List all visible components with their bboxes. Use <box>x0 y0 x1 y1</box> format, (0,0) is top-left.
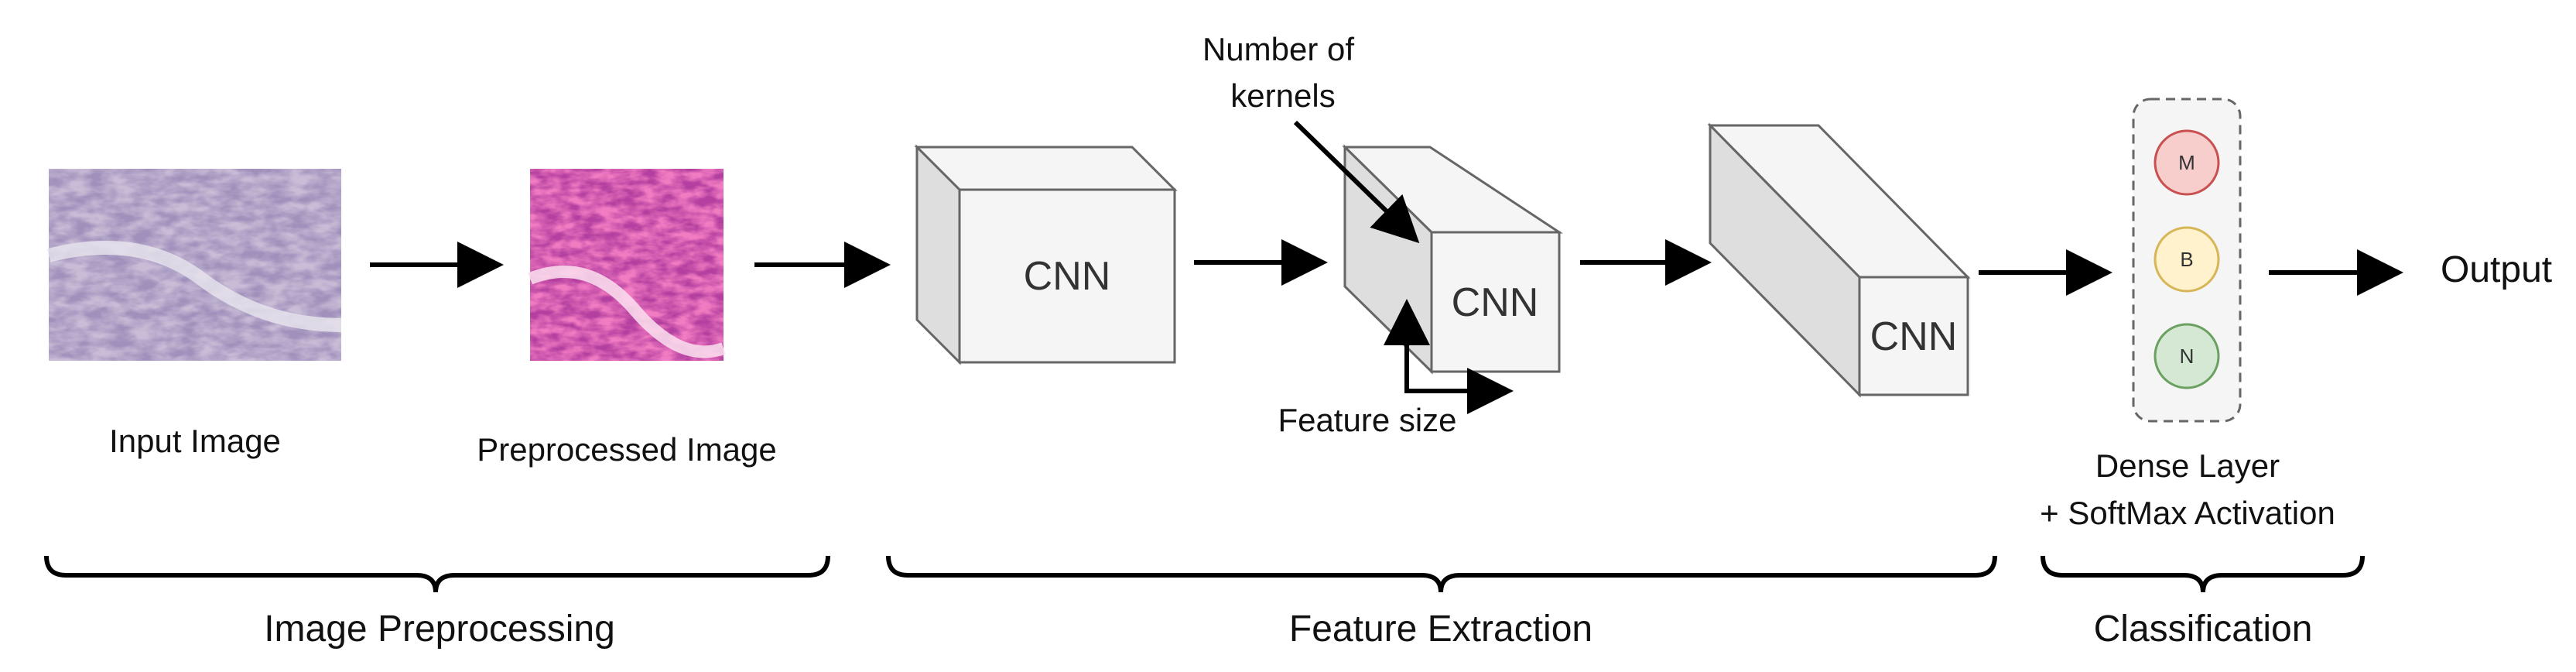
cnn-block-3-front <box>1858 276 1969 396</box>
dense-layer: M B N <box>2132 98 2242 423</box>
output-node-m <box>2154 129 2220 196</box>
kernels-label-line1: Number of <box>1202 31 1354 67</box>
preprocessed-image-label: Preprocessed Image <box>477 431 777 468</box>
input-image-label: Input Image <box>109 423 281 459</box>
cnn-block-1-label: CNN <box>1024 254 1111 299</box>
feature-size-label: Feature size <box>1278 402 1456 438</box>
cnn-block-2: CNN <box>1342 144 1564 375</box>
cnn-block-2-front <box>1430 231 1561 373</box>
output-node-b <box>2154 226 2220 293</box>
cnn-block-3: CNN <box>1707 122 1971 398</box>
preprocessed-image-band <box>528 266 726 358</box>
dense-layer-label-line1: Dense Layer <box>2095 447 2280 484</box>
output-node-label-n: N <box>2180 345 2195 368</box>
preprocessed-image <box>528 169 726 361</box>
kernels-arrow <box>1293 120 1420 244</box>
cnn-block-1-front <box>958 188 1176 364</box>
preprocessed-image-texture <box>530 169 724 361</box>
output-node-n <box>2154 323 2220 389</box>
kernels-label-line2: kernels <box>1230 77 1335 114</box>
cnn-block-1-top <box>914 146 1178 191</box>
input-image-band <box>46 241 342 332</box>
output-node-label-m: M <box>2178 151 2195 174</box>
output-label: Output <box>2441 249 2552 290</box>
stage-label-preprocessing: Image Preprocessing <box>264 609 615 650</box>
cnn-block-1: CNN <box>914 144 1178 365</box>
stage-label-feature-extraction: Feature Extraction <box>1289 609 1592 650</box>
cnn-block-2-label: CNN <box>1452 280 1539 325</box>
input-image <box>46 169 342 361</box>
output-node-label-b: B <box>2180 248 2193 271</box>
dense-layer-label-line2: + SoftMax Activation <box>2040 495 2335 531</box>
stage-label-classification: Classification <box>2094 609 2313 650</box>
brace-preprocessing <box>44 555 830 593</box>
cnn-block-3-label: CNN <box>1870 314 1958 359</box>
brace-classification <box>2041 555 2365 593</box>
brace-feature-extraction <box>886 555 1997 593</box>
input-image-texture <box>49 169 341 361</box>
output-nodes: M B N <box>2154 129 2220 389</box>
